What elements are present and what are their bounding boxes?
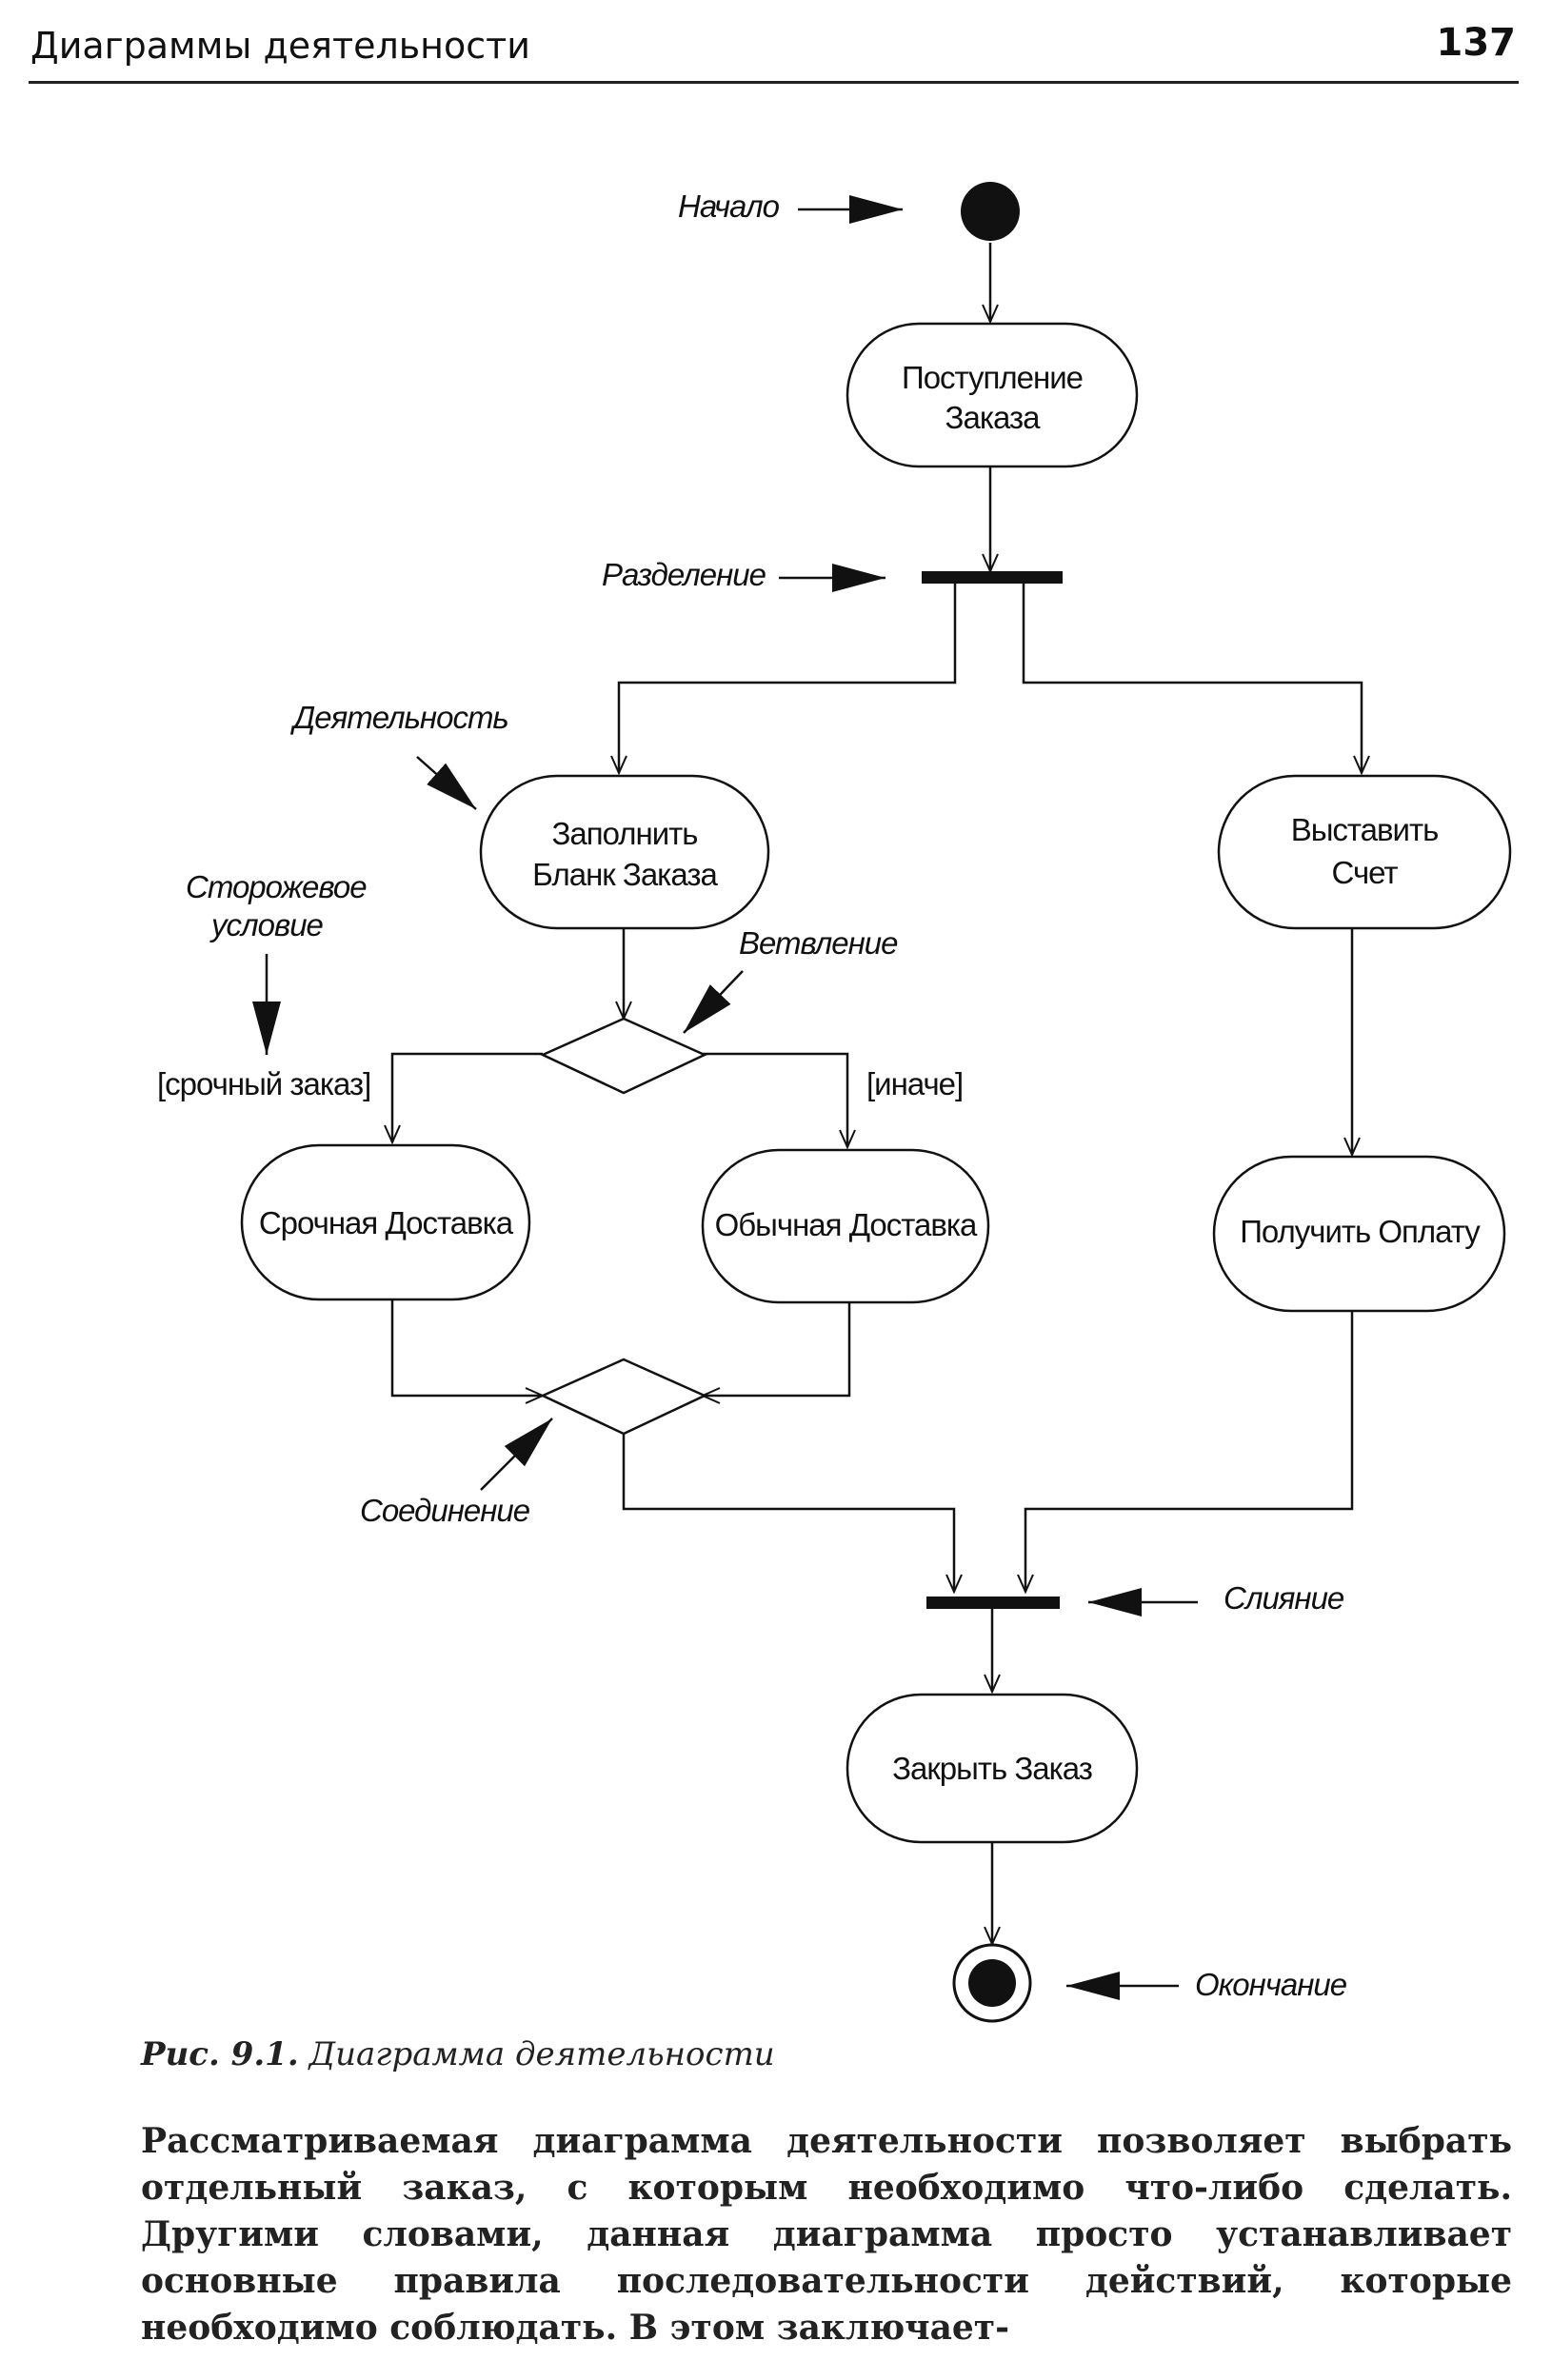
- guard-otherwise: [иначе]: [866, 1066, 963, 1101]
- fork-bar: [922, 571, 1063, 584]
- activity-close-order: [846, 1693, 1139, 1844]
- flow-regular-to-merge: [700, 1302, 851, 1404]
- activity-receive-order: [846, 322, 1139, 468]
- fill-order-label-1: Заполнить: [551, 816, 697, 851]
- activity-send-invoice: [1217, 774, 1512, 930]
- body-paragraph: Рассматриваемая диаграмма деятельности п…: [141, 2121, 1512, 2348]
- header-divider: [29, 81, 1519, 84]
- send-invoice-label-1: Выставить: [1291, 812, 1439, 847]
- flow-merge-to-join: [622, 1434, 963, 1595]
- receive-payment-label: Получить Оплату: [1240, 1214, 1481, 1249]
- express-delivery-label: Срочная Доставка: [259, 1205, 514, 1240]
- fill-order-label-2: Бланк Заказа: [532, 857, 718, 892]
- pointer-merge: [480, 1418, 553, 1491]
- note-guard-2: условие: [209, 907, 324, 942]
- flow-fork-to-invoice: [1022, 583, 1370, 776]
- guard-express: [срочный заказ]: [157, 1066, 370, 1101]
- join-bar: [926, 1597, 1060, 1609]
- flow-branch-to-regular: [703, 1052, 856, 1150]
- activity-diagram: Поступление Заказа Заполнить Бланк Заказ…: [157, 182, 1512, 2023]
- note-guard-1: Сторожевое: [186, 869, 367, 904]
- note-branch: Ветвление: [739, 925, 898, 961]
- flow-express-to-merge: [390, 1299, 546, 1404]
- final-node-inner: [968, 1959, 1016, 2007]
- activity-regular-delivery: [701, 1148, 990, 1304]
- regular-delivery-label: Обычная Доставка: [715, 1207, 978, 1242]
- note-merge: Соединение: [360, 1493, 530, 1528]
- branch-diamond: [540, 1017, 707, 1095]
- initial-node: [961, 182, 1020, 241]
- figure-caption-label: Рис. 9.1.: [141, 2035, 299, 2073]
- receive-order-label-1: Поступление: [902, 360, 1083, 395]
- figure-caption-text: Диаграмма деятельности: [308, 2035, 775, 2073]
- pointer-branch: [683, 970, 744, 1034]
- note-fork: Разделение: [602, 557, 766, 592]
- activity-fill-order: [479, 774, 770, 930]
- note-join: Слияние: [1224, 1580, 1344, 1616]
- note-end: Окончание: [1195, 1967, 1347, 2002]
- merge-diamond: [540, 1358, 707, 1436]
- page-header-title: Диаграммы деятельности: [30, 25, 530, 67]
- activity-express-delivery: [240, 1143, 531, 1301]
- note-start: Начало: [678, 188, 780, 224]
- flow-branch-to-express: [384, 1052, 543, 1145]
- figure-caption: Рис. 9.1. Диаграмма деятельности: [141, 2035, 775, 2073]
- close-order-label: Закрыть Заказ: [892, 1751, 1092, 1786]
- flow-payment-to-join: [1017, 1311, 1354, 1595]
- receive-order-label-2: Заказа: [945, 400, 1042, 435]
- send-invoice-label-2: Счет: [1331, 855, 1398, 890]
- pointer-activity: [416, 756, 477, 810]
- page-number: 137: [1436, 21, 1517, 65]
- flow-fork-to-fill: [610, 583, 957, 776]
- activity-receive-payment: [1212, 1155, 1506, 1313]
- note-activity: Деятельность: [289, 700, 508, 735]
